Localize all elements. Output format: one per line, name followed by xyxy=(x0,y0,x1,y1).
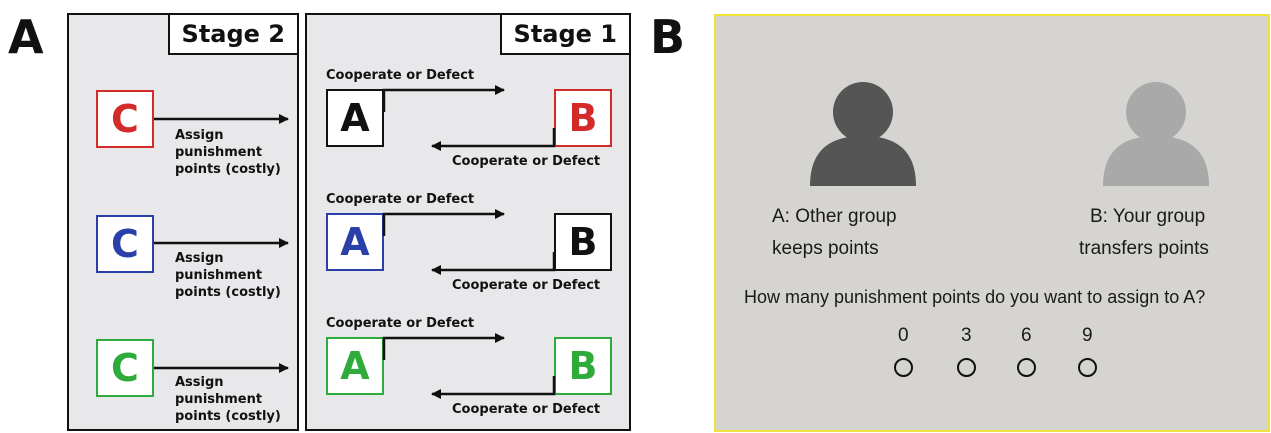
question-text: How many punishment points do you want t… xyxy=(744,287,1206,307)
stage2-action-line3: points (costly) xyxy=(175,285,281,300)
person-b-line2: transfers points xyxy=(1079,238,1209,259)
stage2-action-line1: Assign xyxy=(175,128,224,143)
radio-option-9[interactable] xyxy=(1078,358,1097,377)
stage1-box-a: A xyxy=(326,89,384,147)
radio-option-6[interactable] xyxy=(1017,358,1036,377)
stage2-box-c: C xyxy=(96,215,154,273)
experiment-screen: A: Other group keeps points B: Your grou… xyxy=(714,14,1270,432)
option-label-6: 6 xyxy=(1021,325,1032,346)
stage2-action-line2: punishment xyxy=(175,145,263,160)
option-label-0: 0 xyxy=(898,325,909,346)
stage-2-title: Stage 2 xyxy=(167,13,299,55)
radio-option-0[interactable] xyxy=(894,358,913,377)
person-a-line2: keeps points xyxy=(772,238,879,259)
stage2-action-line1: Assign xyxy=(175,375,224,390)
stage2-action-line1: Assign xyxy=(175,251,224,266)
stage1-box-b: B xyxy=(554,337,612,395)
option-label-3: 3 xyxy=(961,325,972,346)
stage1-bottom-label: Cooperate or Defect xyxy=(452,154,601,169)
stage1-top-label: Cooperate or Defect xyxy=(326,316,475,331)
stage1-box-b: B xyxy=(554,89,612,147)
option-label-9: 9 xyxy=(1082,325,1093,346)
person-b-avatar-icon xyxy=(1103,82,1209,186)
stage2-box-c: C xyxy=(96,90,154,148)
panel-a-letter: A xyxy=(8,10,44,64)
stage1-top-label: Cooperate or Defect xyxy=(326,192,475,207)
stage1-box-a: A xyxy=(326,337,384,395)
stage1-box-b: B xyxy=(554,213,612,271)
stage2-action-line2: punishment xyxy=(175,392,263,407)
stage2-action-line3: points (costly) xyxy=(175,162,281,177)
person-a-avatar-icon xyxy=(810,82,916,186)
person-a-line1: A: Other group xyxy=(772,206,897,227)
radio-option-3[interactable] xyxy=(957,358,976,377)
stage-1-title: Stage 1 xyxy=(499,13,631,55)
stage2-action-line2: punishment xyxy=(175,268,263,283)
stage1-bottom-label: Cooperate or Defect xyxy=(452,402,601,417)
person-b-line1: B: Your group xyxy=(1090,206,1206,227)
stage1-bottom-label: Cooperate or Defect xyxy=(452,278,601,293)
stage1-box-a: A xyxy=(326,213,384,271)
stage2-action-line3: points (costly) xyxy=(175,409,281,424)
stage2-box-c: C xyxy=(96,339,154,397)
stage1-top-label: Cooperate or Defect xyxy=(326,68,475,83)
panel-b-letter: B xyxy=(650,10,686,64)
